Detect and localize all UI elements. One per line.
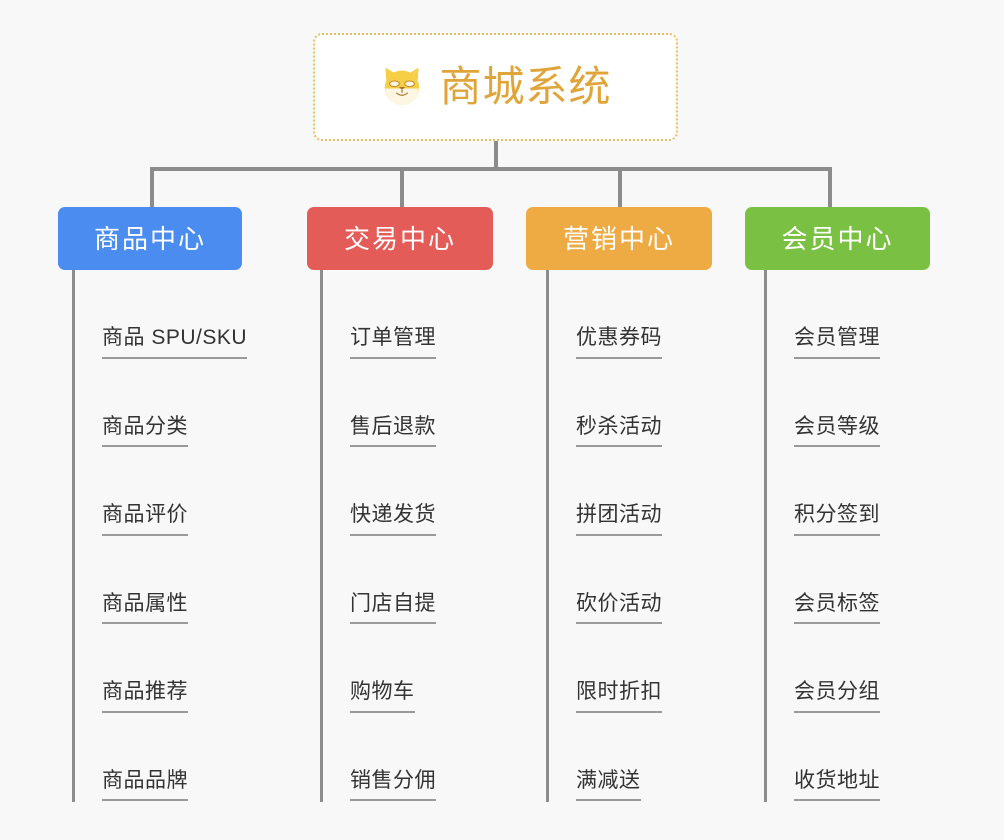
leaf-label: 优惠券码 bbox=[576, 326, 662, 359]
list-item[interactable]: 门店自提 bbox=[320, 536, 550, 624]
category-label: 营销中心 bbox=[562, 223, 675, 254]
leaf-label: 会员管理 bbox=[794, 326, 880, 359]
category-label: 商品中心 bbox=[93, 223, 206, 254]
list-item[interactable]: 商品评价 bbox=[72, 447, 302, 536]
leaf-label: 砍价活动 bbox=[576, 592, 662, 624]
leaf-label: 会员标签 bbox=[794, 592, 880, 624]
list-item[interactable]: 商品 SPU/SKU bbox=[72, 270, 302, 359]
leaf-label: 商品 SPU/SKU bbox=[102, 326, 248, 359]
column-product-center: 商品 SPU/SKU 商品分类 商品评价 商品属性 商品推荐 商品品牌 bbox=[72, 270, 302, 802]
column-marketing-center: 优惠券码 秒杀活动 拼团活动 砍价活动 限时折扣 满减送 bbox=[546, 270, 776, 802]
list-item[interactable]: 会员管理 bbox=[764, 270, 994, 359]
column-spine-marketing-center bbox=[546, 270, 549, 802]
leaf-label: 售后退款 bbox=[350, 415, 436, 447]
connector-drop-member-center bbox=[828, 167, 832, 207]
list-item[interactable]: 会员等级 bbox=[764, 359, 994, 447]
list-item[interactable]: 商品分类 bbox=[72, 359, 302, 447]
list-item[interactable]: 砍价活动 bbox=[546, 536, 776, 624]
leaf-label: 会员分组 bbox=[794, 680, 880, 713]
list-item[interactable]: 秒杀活动 bbox=[546, 359, 776, 447]
column-spine-member-center bbox=[764, 270, 767, 802]
list-item[interactable]: 购物车 bbox=[320, 624, 550, 713]
leaf-label: 积分签到 bbox=[794, 503, 880, 536]
root-node-mall-system[interactable]: 商城系统 bbox=[313, 33, 678, 141]
leaf-label: 满减送 bbox=[576, 769, 641, 801]
leaf-label: 商品属性 bbox=[102, 592, 188, 624]
list-item[interactable]: 限时折扣 bbox=[546, 624, 776, 713]
leaf-label: 订单管理 bbox=[350, 326, 436, 359]
column-trade-center: 订单管理 售后退款 快递发货 门店自提 购物车 销售分佣 bbox=[320, 270, 550, 802]
list-item[interactable]: 快递发货 bbox=[320, 447, 550, 536]
leaf-label: 门店自提 bbox=[350, 592, 436, 624]
list-item[interactable]: 会员标签 bbox=[764, 536, 994, 624]
list-item[interactable]: 拼团活动 bbox=[546, 447, 776, 536]
shiba-dog-face-icon bbox=[379, 64, 425, 110]
leaf-label: 秒杀活动 bbox=[576, 415, 662, 447]
list-item[interactable]: 满减送 bbox=[546, 713, 776, 801]
list-item[interactable]: 商品属性 bbox=[72, 536, 302, 624]
list-item[interactable]: 商品品牌 bbox=[72, 713, 302, 801]
leaf-label: 销售分佣 bbox=[350, 769, 436, 801]
category-header-trade-center[interactable]: 交易中心 bbox=[307, 207, 493, 270]
leaf-label: 会员等级 bbox=[794, 415, 880, 447]
connector-horizontal-bus bbox=[150, 167, 832, 171]
category-header-member-center[interactable]: 会员中心 bbox=[745, 207, 930, 270]
list-item[interactable]: 会员分组 bbox=[764, 624, 994, 713]
column-spine-trade-center bbox=[320, 270, 323, 802]
category-label: 交易中心 bbox=[343, 223, 456, 254]
connector-drop-product-center bbox=[150, 167, 154, 207]
connector-root-stem bbox=[494, 141, 498, 169]
leaf-label: 拼团活动 bbox=[576, 503, 662, 536]
column-member-center: 会员管理 会员等级 积分签到 会员标签 会员分组 收货地址 bbox=[764, 270, 994, 802]
category-header-product-center[interactable]: 商品中心 bbox=[58, 207, 242, 270]
column-spine-product-center bbox=[72, 270, 75, 802]
category-header-marketing-center[interactable]: 营销中心 bbox=[526, 207, 712, 270]
list-item[interactable]: 商品推荐 bbox=[72, 624, 302, 713]
connector-drop-trade-center bbox=[400, 167, 404, 207]
list-item[interactable]: 销售分佣 bbox=[320, 713, 550, 801]
leaf-label: 商品品牌 bbox=[102, 769, 188, 801]
list-item[interactable]: 售后退款 bbox=[320, 359, 550, 447]
leaf-label: 购物车 bbox=[350, 680, 415, 713]
leaf-label: 快递发货 bbox=[350, 503, 436, 536]
list-item[interactable]: 积分签到 bbox=[764, 447, 994, 536]
category-label: 会员中心 bbox=[781, 223, 894, 254]
root-title: 商城系统 bbox=[439, 63, 612, 110]
leaf-label: 商品推荐 bbox=[102, 680, 188, 713]
list-item[interactable]: 优惠券码 bbox=[546, 270, 776, 359]
leaf-label: 收货地址 bbox=[794, 769, 880, 801]
leaf-label: 商品分类 bbox=[102, 415, 188, 447]
leaf-label: 商品评价 bbox=[102, 503, 188, 536]
connector-drop-marketing-center bbox=[618, 167, 622, 207]
list-item[interactable]: 收货地址 bbox=[764, 713, 994, 801]
list-item[interactable]: 订单管理 bbox=[320, 270, 550, 359]
leaf-label: 限时折扣 bbox=[576, 680, 662, 713]
